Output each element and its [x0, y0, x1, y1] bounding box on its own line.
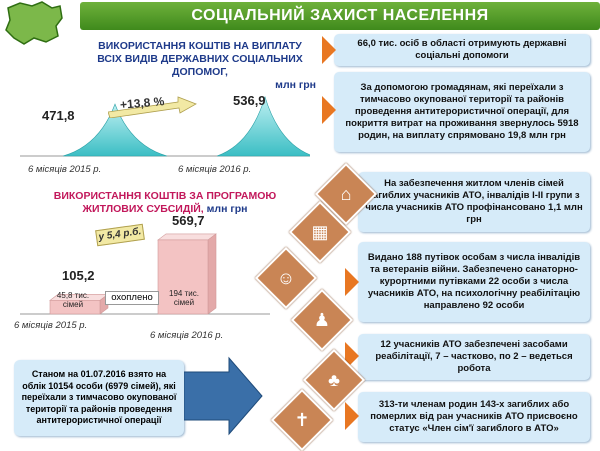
memorial-icon: ✝ — [294, 409, 310, 430]
chart2-bar-1 — [49, 300, 101, 315]
chart1-title-line1: ВИКОРИСТАННЯ КОШТІВ НА ВИПЛАТУ — [98, 40, 302, 52]
arrow-marker-4 — [345, 268, 359, 296]
chart1-title-line2: ВСІХ ВИДІВ ДЕРЖАВНИХ СОЦІАЛЬНИХ ДОПОМОГ, — [97, 53, 303, 78]
chart1-mound-1 — [62, 103, 168, 157]
bottom-arrow-icon — [184, 356, 263, 436]
chart2-bar-2 — [157, 239, 209, 315]
chart2-plot — [20, 233, 270, 315]
chart2-families-2016: 194 тис. сімей — [169, 289, 199, 307]
house-icon: ⌂ — [340, 183, 352, 204]
chart1-change-arrow — [108, 96, 197, 118]
info-box-6-text: 313-ти членам родин 143-х загиблих або п… — [370, 399, 578, 434]
registration-info-box: Станом на 01.07.2016 взято на облік 1015… — [14, 360, 184, 436]
people-icon: ♟ — [313, 309, 331, 330]
chart2-families-2015: 45,8 тис. сімей — [56, 291, 90, 309]
chart1-value-2016: 536,9 — [233, 93, 266, 108]
chart1-title: ВИКОРИСТАННЯ КОШТІВ НА ВИПЛАТУ ВСІХ ВИДІ… — [70, 40, 330, 92]
chart1-mound-2 — [216, 95, 310, 157]
header-bar: СОЦІАЛЬНИЙ ЗАХИСТ НАСЕЛЕННЯ — [80, 2, 600, 30]
info-box-2: За допомогою громадянам, які переїхали з… — [334, 72, 590, 152]
registration-info-text: Станом на 01.07.2016 взято на облік 1015… — [21, 369, 177, 426]
veterans-photo: ♟ — [290, 288, 354, 352]
info-box-5-text: 12 учасників АТО забезпечені засобами ре… — [375, 339, 573, 374]
info-box-5: 12 учасників АТО забезпечені засобами ре… — [358, 334, 590, 380]
chart2-period-2016: 6 місяців 2016 р. — [150, 330, 224, 341]
chart2-value-2015: 105,2 — [62, 268, 95, 283]
info-box-3-text: На забезпечення житлом членів сімей заги… — [365, 178, 583, 225]
info-box-4: Видано 188 путівок особам з числа інвалі… — [358, 242, 590, 322]
info-box-1-text: 66,0 тис. осіб в області отримують держа… — [357, 38, 567, 61]
info-box-4-text: Видано 188 путівок особам з числа інвалі… — [367, 252, 581, 311]
arrow-marker-2 — [322, 96, 336, 124]
arrow-marker-1 — [322, 36, 336, 64]
chart1-plot — [20, 95, 310, 157]
chart1-value-2015: 471,8 — [42, 108, 75, 123]
chart2-title-line2: ЖИТЛОВИХ СУБСИДІЙ, — [82, 203, 204, 215]
building-icon: ▦ — [311, 221, 329, 242]
family-icon: ♣ — [328, 369, 340, 390]
chart2-title-line1: ВИКОРИСТАННЯ КОШТІВ ЗА ПРОГРАМОЮ — [53, 190, 277, 202]
chart2-bar-side-2 — [207, 233, 217, 315]
info-box-6: 313-ти членам родин 143-х загиблих або п… — [358, 392, 590, 442]
person-icon: ☺ — [276, 267, 296, 288]
chart2-bar-top-2 — [157, 233, 217, 241]
chart2-title-unit: млн грн — [206, 203, 248, 215]
info-box-3: На забезпечення житлом членів сімей заги… — [358, 172, 590, 232]
page-title: СОЦІАЛЬНИЙ ЗАХИСТ НАСЕЛЕННЯ — [191, 7, 489, 24]
info-box-1: 66,0 тис. осіб в області отримують держа… — [334, 34, 590, 66]
chart2-value-2016: 569,7 — [172, 213, 205, 228]
chart2-period-2015: 6 місяців 2015 р. — [14, 320, 88, 331]
chart1-title-unit: млн грн — [275, 79, 316, 91]
chart2-title: ВИКОРИСТАННЯ КОШТІВ ЗА ПРОГРАМОЮ ЖИТЛОВИ… — [30, 190, 300, 216]
chart1-period-2016: 6 місяців 2016 р. — [178, 164, 252, 175]
chart1-period-2015: 6 місяців 2015 р. — [28, 164, 102, 175]
info-box-2-text: За допомогою громадянам, які переїхали з… — [345, 82, 579, 141]
chart2-covered-label: охоплено — [105, 291, 159, 305]
region-map-icon — [5, 1, 63, 45]
arrow-marker-6 — [345, 402, 359, 430]
